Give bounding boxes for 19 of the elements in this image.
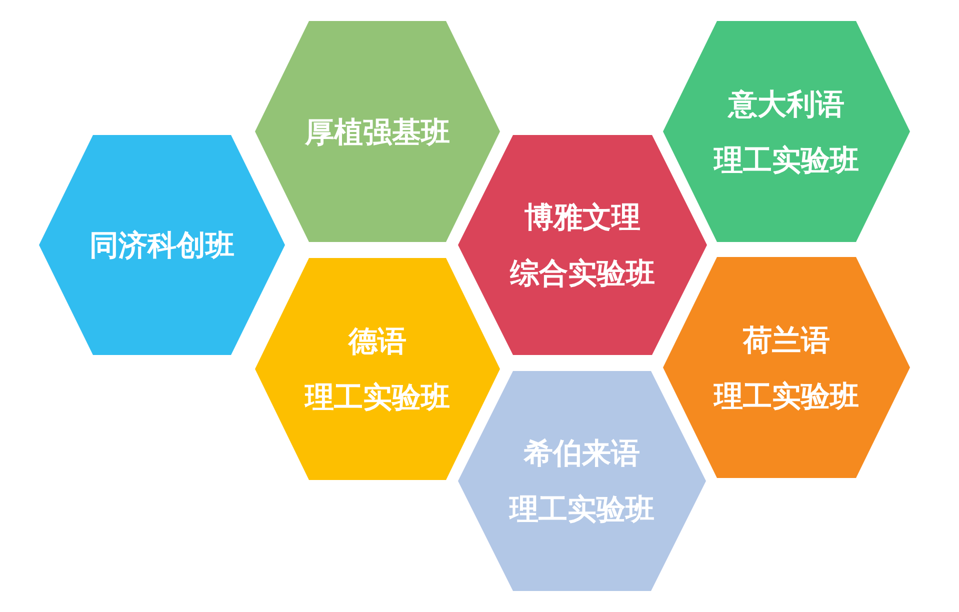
class-label: 综合实验班: [510, 255, 655, 291]
class-label: 同济科创班: [90, 227, 234, 263]
class-label: 荷兰语: [743, 322, 830, 358]
class-label: 意大利语: [728, 86, 844, 122]
class-label: 厚植强基班: [305, 114, 450, 150]
class-label: 德语: [348, 323, 406, 359]
class-label: 理工实验班: [510, 491, 654, 527]
hexagon-tile: [663, 257, 910, 478]
class-label: 理工实验班: [714, 142, 859, 178]
class-label: 理工实验班: [305, 379, 450, 415]
class-label: 理工实验班: [714, 378, 859, 414]
hexagon-tile: [255, 21, 500, 242]
hexagon-tile: [39, 135, 285, 355]
class-label: 希伯来语: [524, 435, 640, 471]
hexagon-tile: [255, 258, 500, 480]
hexagon-tile: [458, 371, 706, 591]
hexagon-tile: [458, 135, 707, 355]
class-label: 博雅文理: [524, 199, 640, 235]
hexagon-tile: [663, 21, 910, 242]
